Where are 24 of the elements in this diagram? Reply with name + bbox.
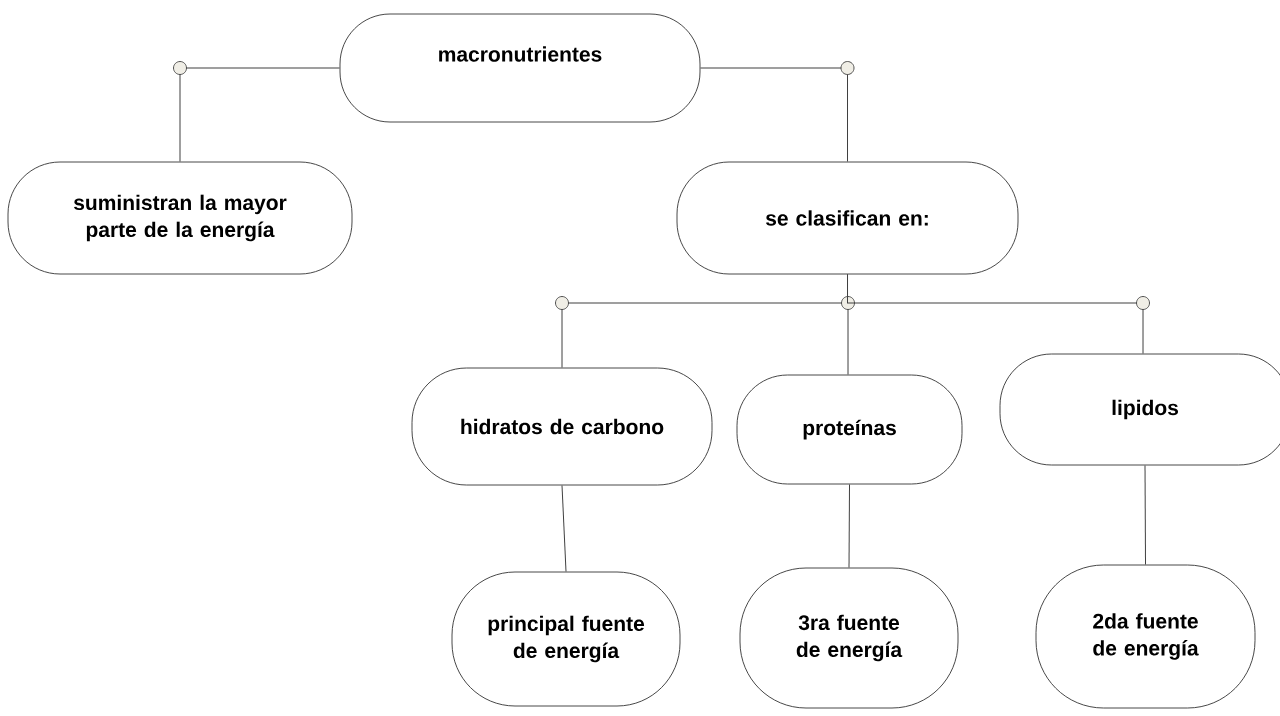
connector-line (561, 484, 567, 573)
node-text: principal fuente de energía (488, 615, 645, 663)
rounded-box (1035, 564, 1256, 709)
connector-line (1144, 464, 1146, 566)
connector-line (848, 483, 850, 569)
connector-line (699, 61, 855, 163)
rounded-box (999, 353, 1280, 466)
connector-line (847, 273, 1150, 355)
rounded-box (411, 367, 713, 486)
connector-line (173, 61, 341, 163)
node-text: 3ra fuente de energía (796, 614, 903, 662)
node-text: hidratos de carbono (461, 418, 664, 435)
rounded-box (739, 567, 959, 709)
rounded-box (451, 571, 681, 707)
node-text: suministran la mayor parte de la energía (73, 194, 287, 242)
node-text: 2da fuente de energía (1093, 613, 1199, 660)
node-text: proteínas (803, 419, 896, 440)
node-text: se clasifican en: (765, 210, 928, 226)
rounded-box (339, 13, 701, 123)
rounded-box (736, 374, 963, 485)
node-text: lipidos (1112, 399, 1178, 420)
node-text: macronutrientes (439, 46, 602, 62)
rounded-box (7, 161, 353, 275)
rounded-box (676, 161, 1019, 275)
